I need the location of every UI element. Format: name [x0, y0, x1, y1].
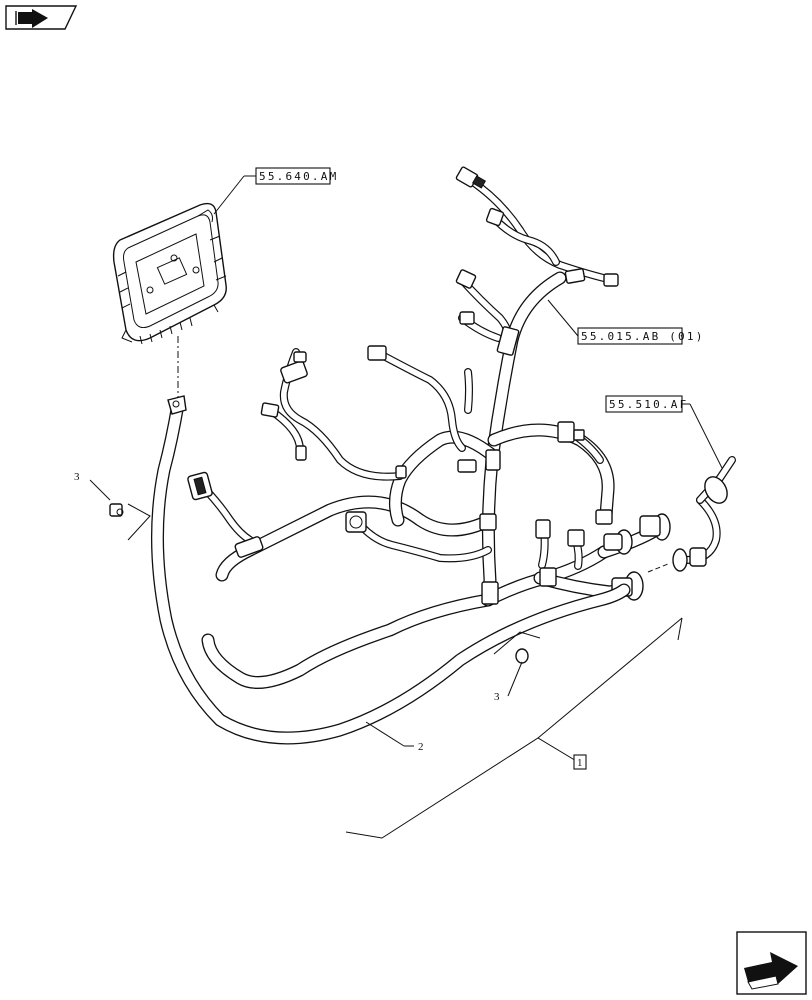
clip-lower [493, 631, 541, 697]
harness-ref-box [577, 327, 683, 345]
ecu-module [112, 202, 227, 400]
callout-2[interactable]: 2 [418, 741, 424, 753]
callout-3-lower[interactable]: 3 [494, 691, 500, 703]
next-page-arrow-icon[interactable] [736, 931, 807, 995]
book-arrow-icon[interactable] [5, 5, 78, 30]
ground-cable [150, 395, 631, 745]
clip-upper [89, 479, 151, 541]
ecu-ref-box [255, 167, 331, 185]
item-1-box [573, 754, 587, 770]
harness-ref-label[interactable]: 55.015.AB (01) [581, 330, 705, 343]
callout-1[interactable]: 1 [577, 757, 583, 769]
callout-3-upper[interactable]: 3 [74, 471, 80, 483]
ecu-ref-label[interactable]: 55.640.AM [259, 170, 338, 183]
connector-ref-label[interactable]: 55.510.AF [609, 398, 688, 411]
